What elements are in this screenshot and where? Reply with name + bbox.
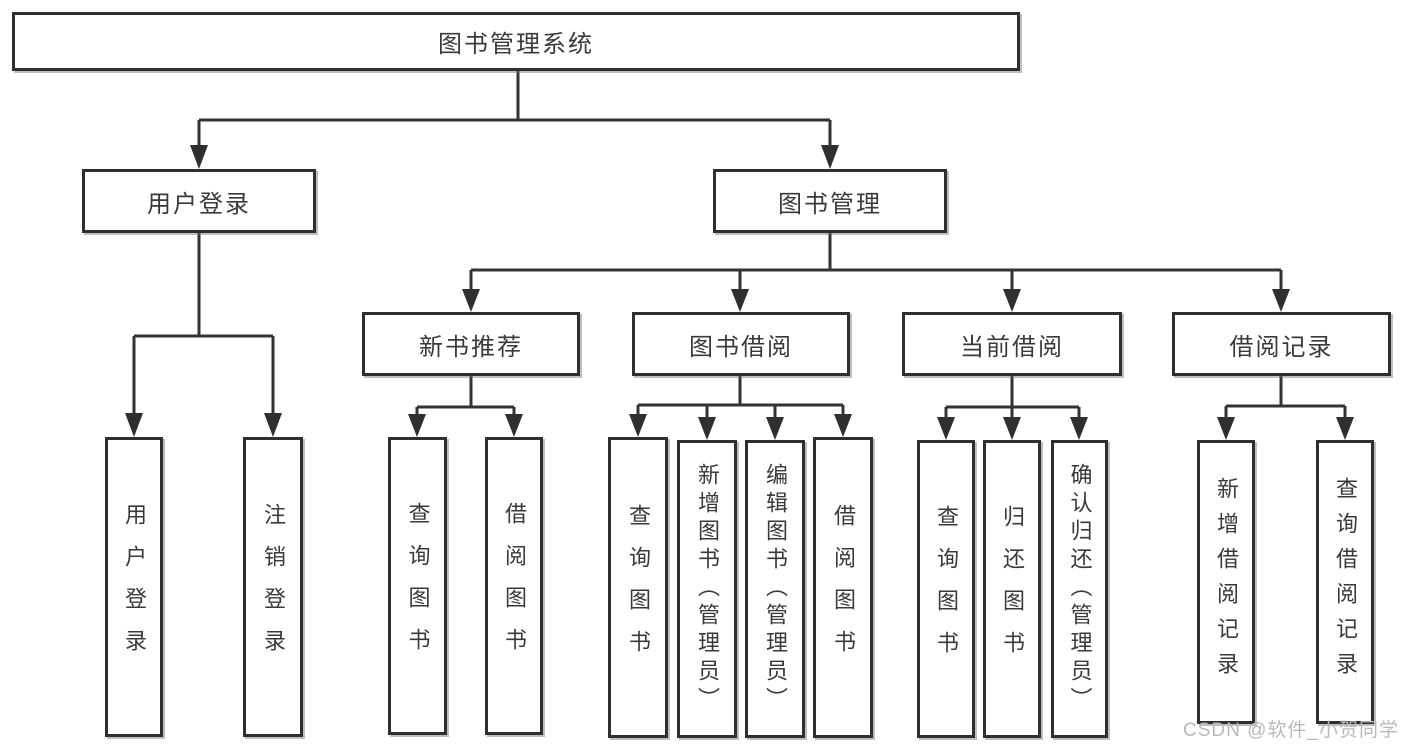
leaf-borrow-books: 借阅图书 bbox=[813, 437, 873, 738]
node-book-borrow: 图书借阅 bbox=[632, 312, 850, 376]
node-system-root: 图书管理系统 bbox=[12, 12, 1020, 71]
csdn-watermark: CSDN @软件_小贺同学 bbox=[1183, 720, 1399, 741]
node-label: 图书管理 bbox=[778, 190, 882, 218]
node-label: 新书推荐 bbox=[419, 333, 523, 361]
leaf-confirm-return-admin: 确认归还（管理员） bbox=[1051, 440, 1108, 738]
node-label: 归还图书 bbox=[1000, 505, 1025, 673]
node-label: 确认归还（管理员） bbox=[1067, 463, 1093, 715]
leaf-query-books-borrow: 查询图书 bbox=[608, 437, 668, 738]
node-label: 新增借阅记录 bbox=[1214, 477, 1239, 687]
node-label: 图书管理系统 bbox=[438, 31, 594, 58]
node-label: 借阅图书 bbox=[502, 502, 527, 670]
node-user-login-branch: 用户登录 bbox=[82, 169, 316, 233]
node-current-borrow: 当前借阅 bbox=[902, 312, 1122, 376]
node-new-book-recommend: 新书推荐 bbox=[362, 312, 580, 376]
node-book-management-branch: 图书管理 bbox=[713, 169, 947, 233]
leaf-return-books: 归还图书 bbox=[983, 440, 1041, 738]
node-label: 查询借阅记录 bbox=[1333, 477, 1358, 687]
leaf-query-books-current: 查询图书 bbox=[917, 440, 975, 738]
node-label: 注销登录 bbox=[261, 503, 286, 671]
leaf-add-books-admin: 新增图书（管理员） bbox=[677, 440, 737, 738]
node-label: 新增图书（管理员） bbox=[695, 463, 720, 715]
leaf-add-borrow-record: 新增借阅记录 bbox=[1197, 440, 1255, 724]
leaf-edit-books-admin: 编辑图书（管理员） bbox=[745, 440, 805, 738]
leaf-query-borrow-record: 查询借阅记录 bbox=[1316, 440, 1374, 724]
node-label: 图书借阅 bbox=[689, 333, 793, 361]
leaf-borrow-books-recommend: 借阅图书 bbox=[485, 437, 543, 735]
leaf-user-login: 用户登录 bbox=[105, 437, 163, 737]
node-label: 用户登录 bbox=[122, 503, 147, 671]
node-label: 编辑图书（管理员） bbox=[763, 463, 788, 715]
node-label: 查询图书 bbox=[934, 505, 959, 673]
node-label: 当前借阅 bbox=[960, 333, 1064, 361]
node-label: 用户登录 bbox=[147, 190, 251, 218]
node-label: 查询图书 bbox=[405, 502, 431, 670]
node-borrow-records: 借阅记录 bbox=[1172, 312, 1391, 376]
node-label: 借阅记录 bbox=[1229, 333, 1334, 361]
node-label: 借阅图书 bbox=[831, 503, 856, 672]
node-label: 查询图书 bbox=[626, 503, 651, 672]
leaf-query-books-recommend: 查询图书 bbox=[388, 437, 447, 735]
leaf-logout: 注销登录 bbox=[243, 437, 303, 737]
